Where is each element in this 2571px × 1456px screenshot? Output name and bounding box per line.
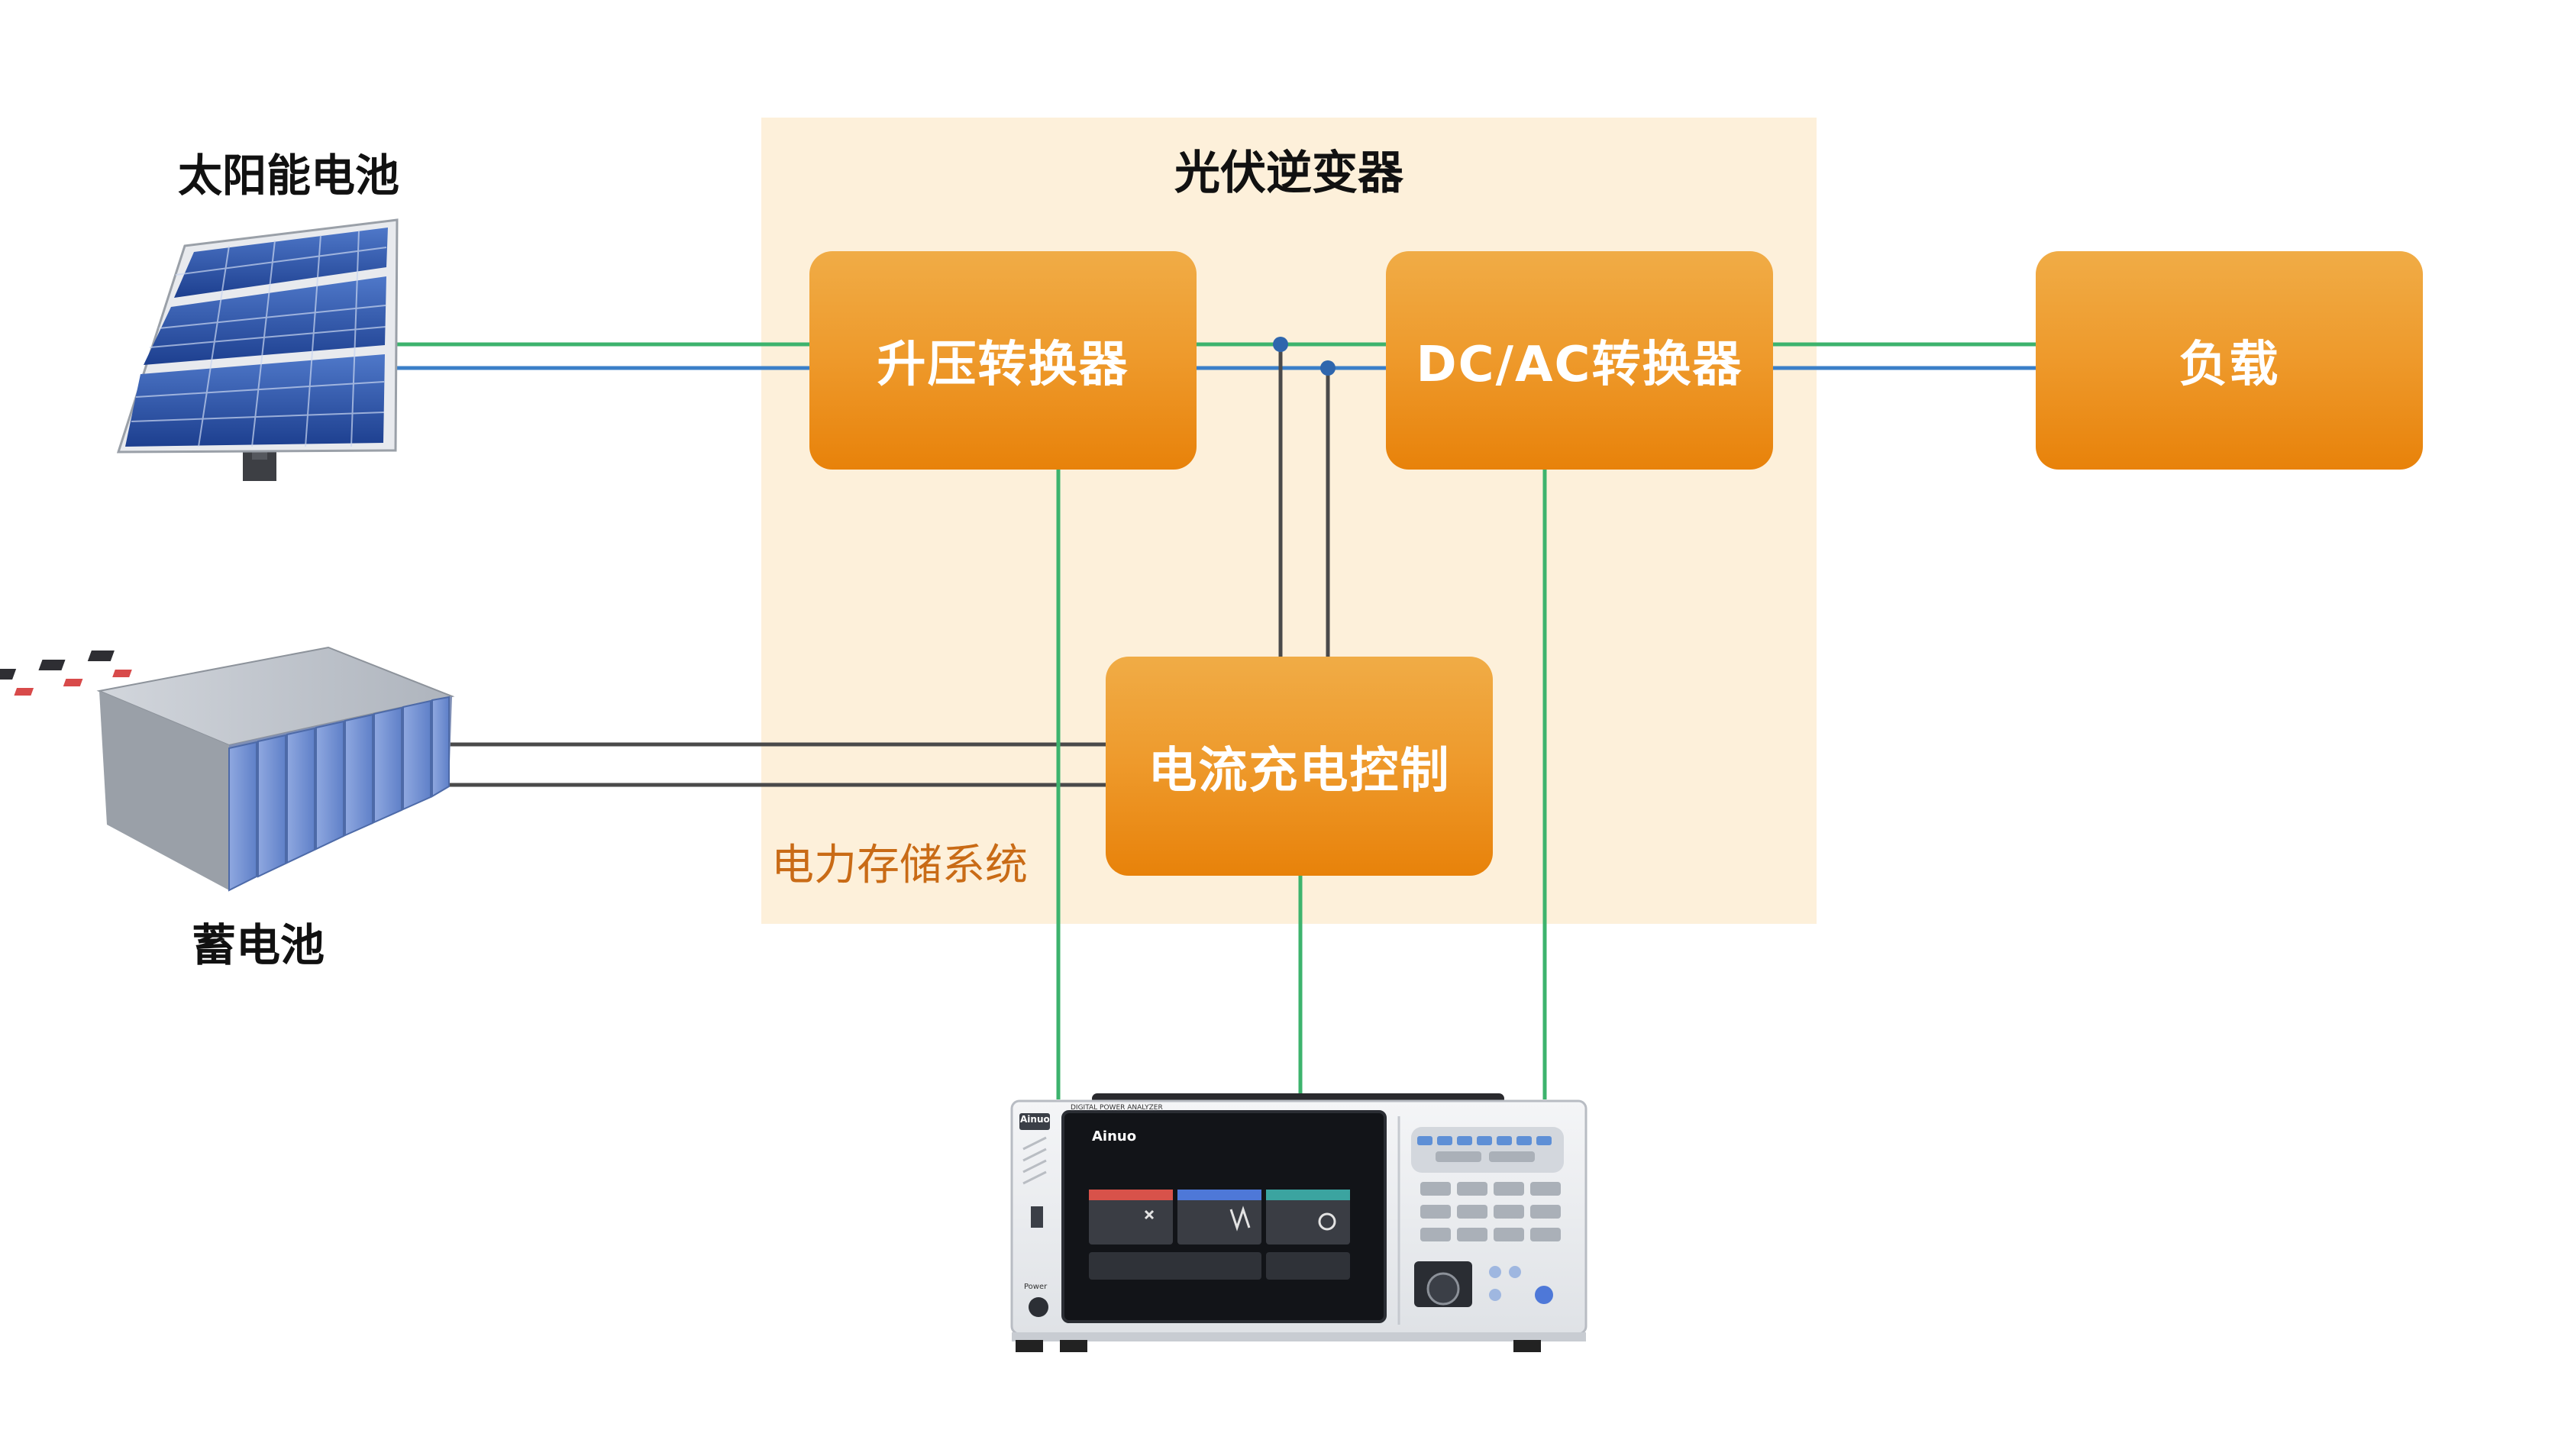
analyzer-brand: Ainuo bbox=[1020, 1114, 1050, 1125]
pv-inverter-title: 光伏逆变器 bbox=[1174, 147, 1403, 200]
boost-converter-block: 升压转换器 bbox=[809, 251, 1197, 470]
solar-cell-label: 太阳能电池 bbox=[178, 150, 400, 202]
load-block: 负载 bbox=[2036, 251, 2423, 470]
dcac-converter-block: DC/AC转换器 bbox=[1386, 251, 1773, 470]
analyzer-power-label: Power bbox=[1024, 1283, 1048, 1291]
solar-panel-illustration bbox=[116, 218, 399, 481]
analyzer-screen-logo: Ainuo bbox=[1092, 1128, 1137, 1144]
junction-dot-1 bbox=[1273, 337, 1288, 352]
junction-dot-2 bbox=[1320, 360, 1336, 376]
power-analyzer-illustration bbox=[1010, 1093, 1587, 1352]
battery-label: 蓄电池 bbox=[192, 919, 325, 971]
battery-pack-illustration bbox=[0, 646, 455, 892]
analyzer-model-text: DIGITAL POWER ANALYZER bbox=[1071, 1104, 1163, 1112]
charge-control-block: 电流充电控制 bbox=[1106, 657, 1493, 876]
storage-system-caption: 电力存储系统 bbox=[771, 841, 1028, 890]
